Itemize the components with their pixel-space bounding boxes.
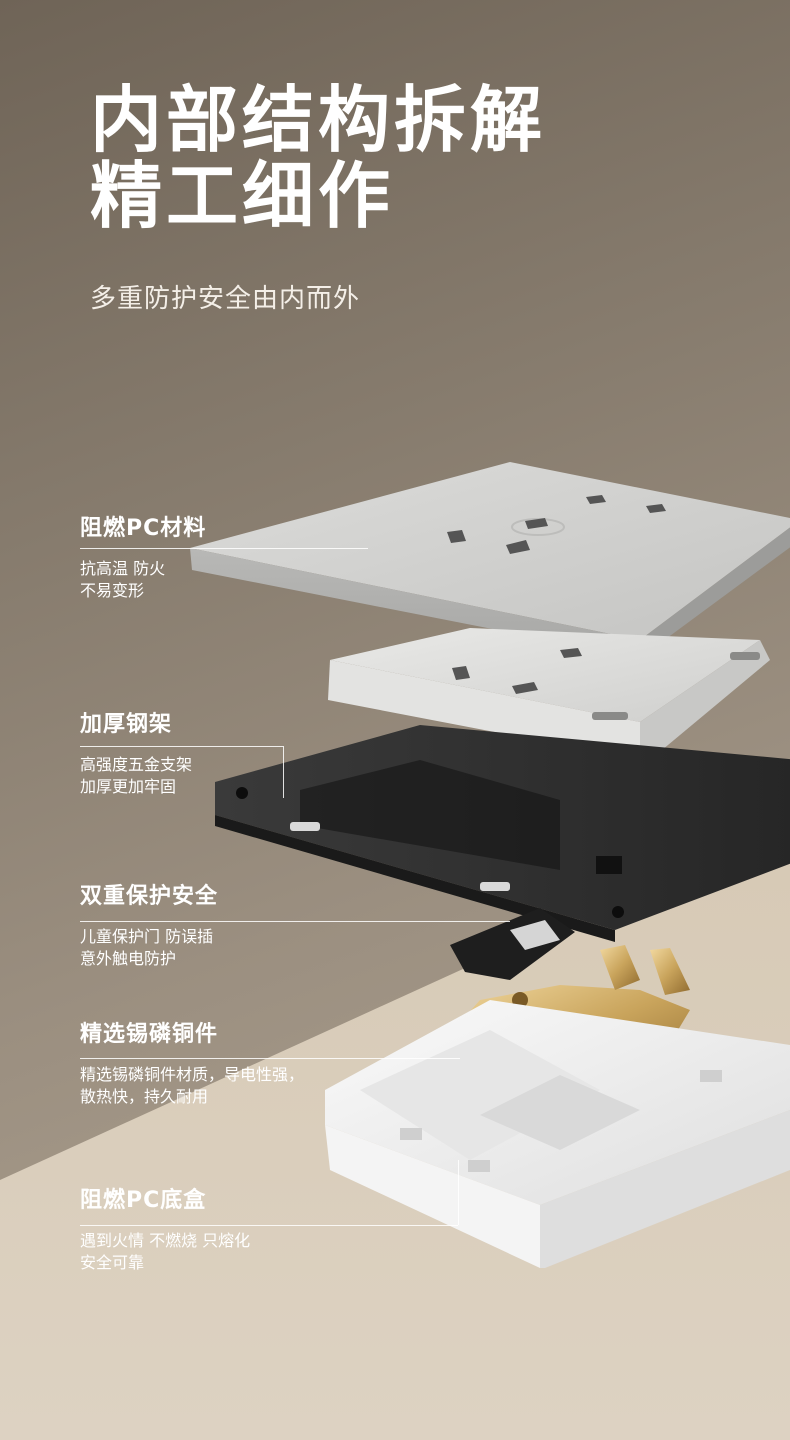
headline-line-2: 精工细作 [90, 154, 395, 238]
feature-description: 儿童保护门 防误插 意外触电防护 [80, 926, 218, 970]
feature-line: 散热快，持久耐用 [80, 1087, 209, 1106]
feature-description: 遇到火情 不燃烧 只熔化 安全可靠 [80, 1230, 250, 1274]
feature-title: 阻燃PC底盒 [80, 1188, 207, 1213]
leader-line [80, 921, 510, 922]
feature-line: 精选锡磷铜件材质，导电性强， [80, 1065, 305, 1084]
cover-panel [190, 462, 790, 658]
feature-description: 精选锡磷铜件材质，导电性强， 散热快，持久耐用 [80, 1064, 304, 1108]
feature-line: 抗高温 防火 [80, 559, 166, 578]
feature-title: 加厚钢架 [80, 712, 173, 737]
steel-frame [215, 725, 790, 942]
headline-line-1: 内部结构拆解 [90, 78, 547, 162]
feature-description: 抗高温 防火 不易变形 [80, 558, 206, 602]
feature-steel-frame: 加厚钢架 高强度五金支架 加厚更加牢固 [80, 714, 192, 798]
inner-module [328, 628, 770, 760]
feature-line: 意外触电防护 [80, 949, 177, 968]
feature-flame-retardant-pc: 阻燃PC材料 抗高温 防火 不易变形 [80, 518, 206, 602]
feature-line: 加厚更加牢固 [80, 777, 177, 796]
leader-line [283, 746, 284, 798]
feature-title: 精选锡磷铜件 [80, 1022, 219, 1047]
feature-phosphor-copper: 精选锡磷铜件 精选锡磷铜件材质，导电性强， 散热快，持久耐用 [80, 1024, 304, 1108]
leader-line [80, 746, 283, 747]
feature-title: 双重保护安全 [80, 884, 219, 909]
feature-line: 不易变形 [80, 581, 145, 600]
leader-line [80, 1058, 460, 1059]
leader-line [80, 1225, 458, 1226]
feature-double-protection: 双重保护安全 儿童保护门 防误插 意外触电防护 [80, 886, 218, 970]
feature-line: 儿童保护门 防误插 [80, 927, 214, 946]
feature-title: 阻燃PC材料 [80, 516, 207, 541]
headline-subtitle: 多重防护安全由内而外 [90, 284, 361, 314]
leader-line [80, 548, 368, 549]
feature-description: 高强度五金支架 加厚更加牢固 [80, 754, 192, 798]
feature-pc-base-box: 阻燃PC底盒 遇到火情 不燃烧 只熔化 安全可靠 [80, 1190, 250, 1274]
leader-line [458, 1160, 459, 1225]
feature-line: 安全可靠 [80, 1253, 145, 1272]
base-box [325, 1000, 790, 1268]
feature-line: 高强度五金支架 [80, 755, 193, 774]
feature-line: 遇到火情 不燃烧 只熔化 [80, 1231, 251, 1250]
safety-shutter [450, 908, 575, 980]
